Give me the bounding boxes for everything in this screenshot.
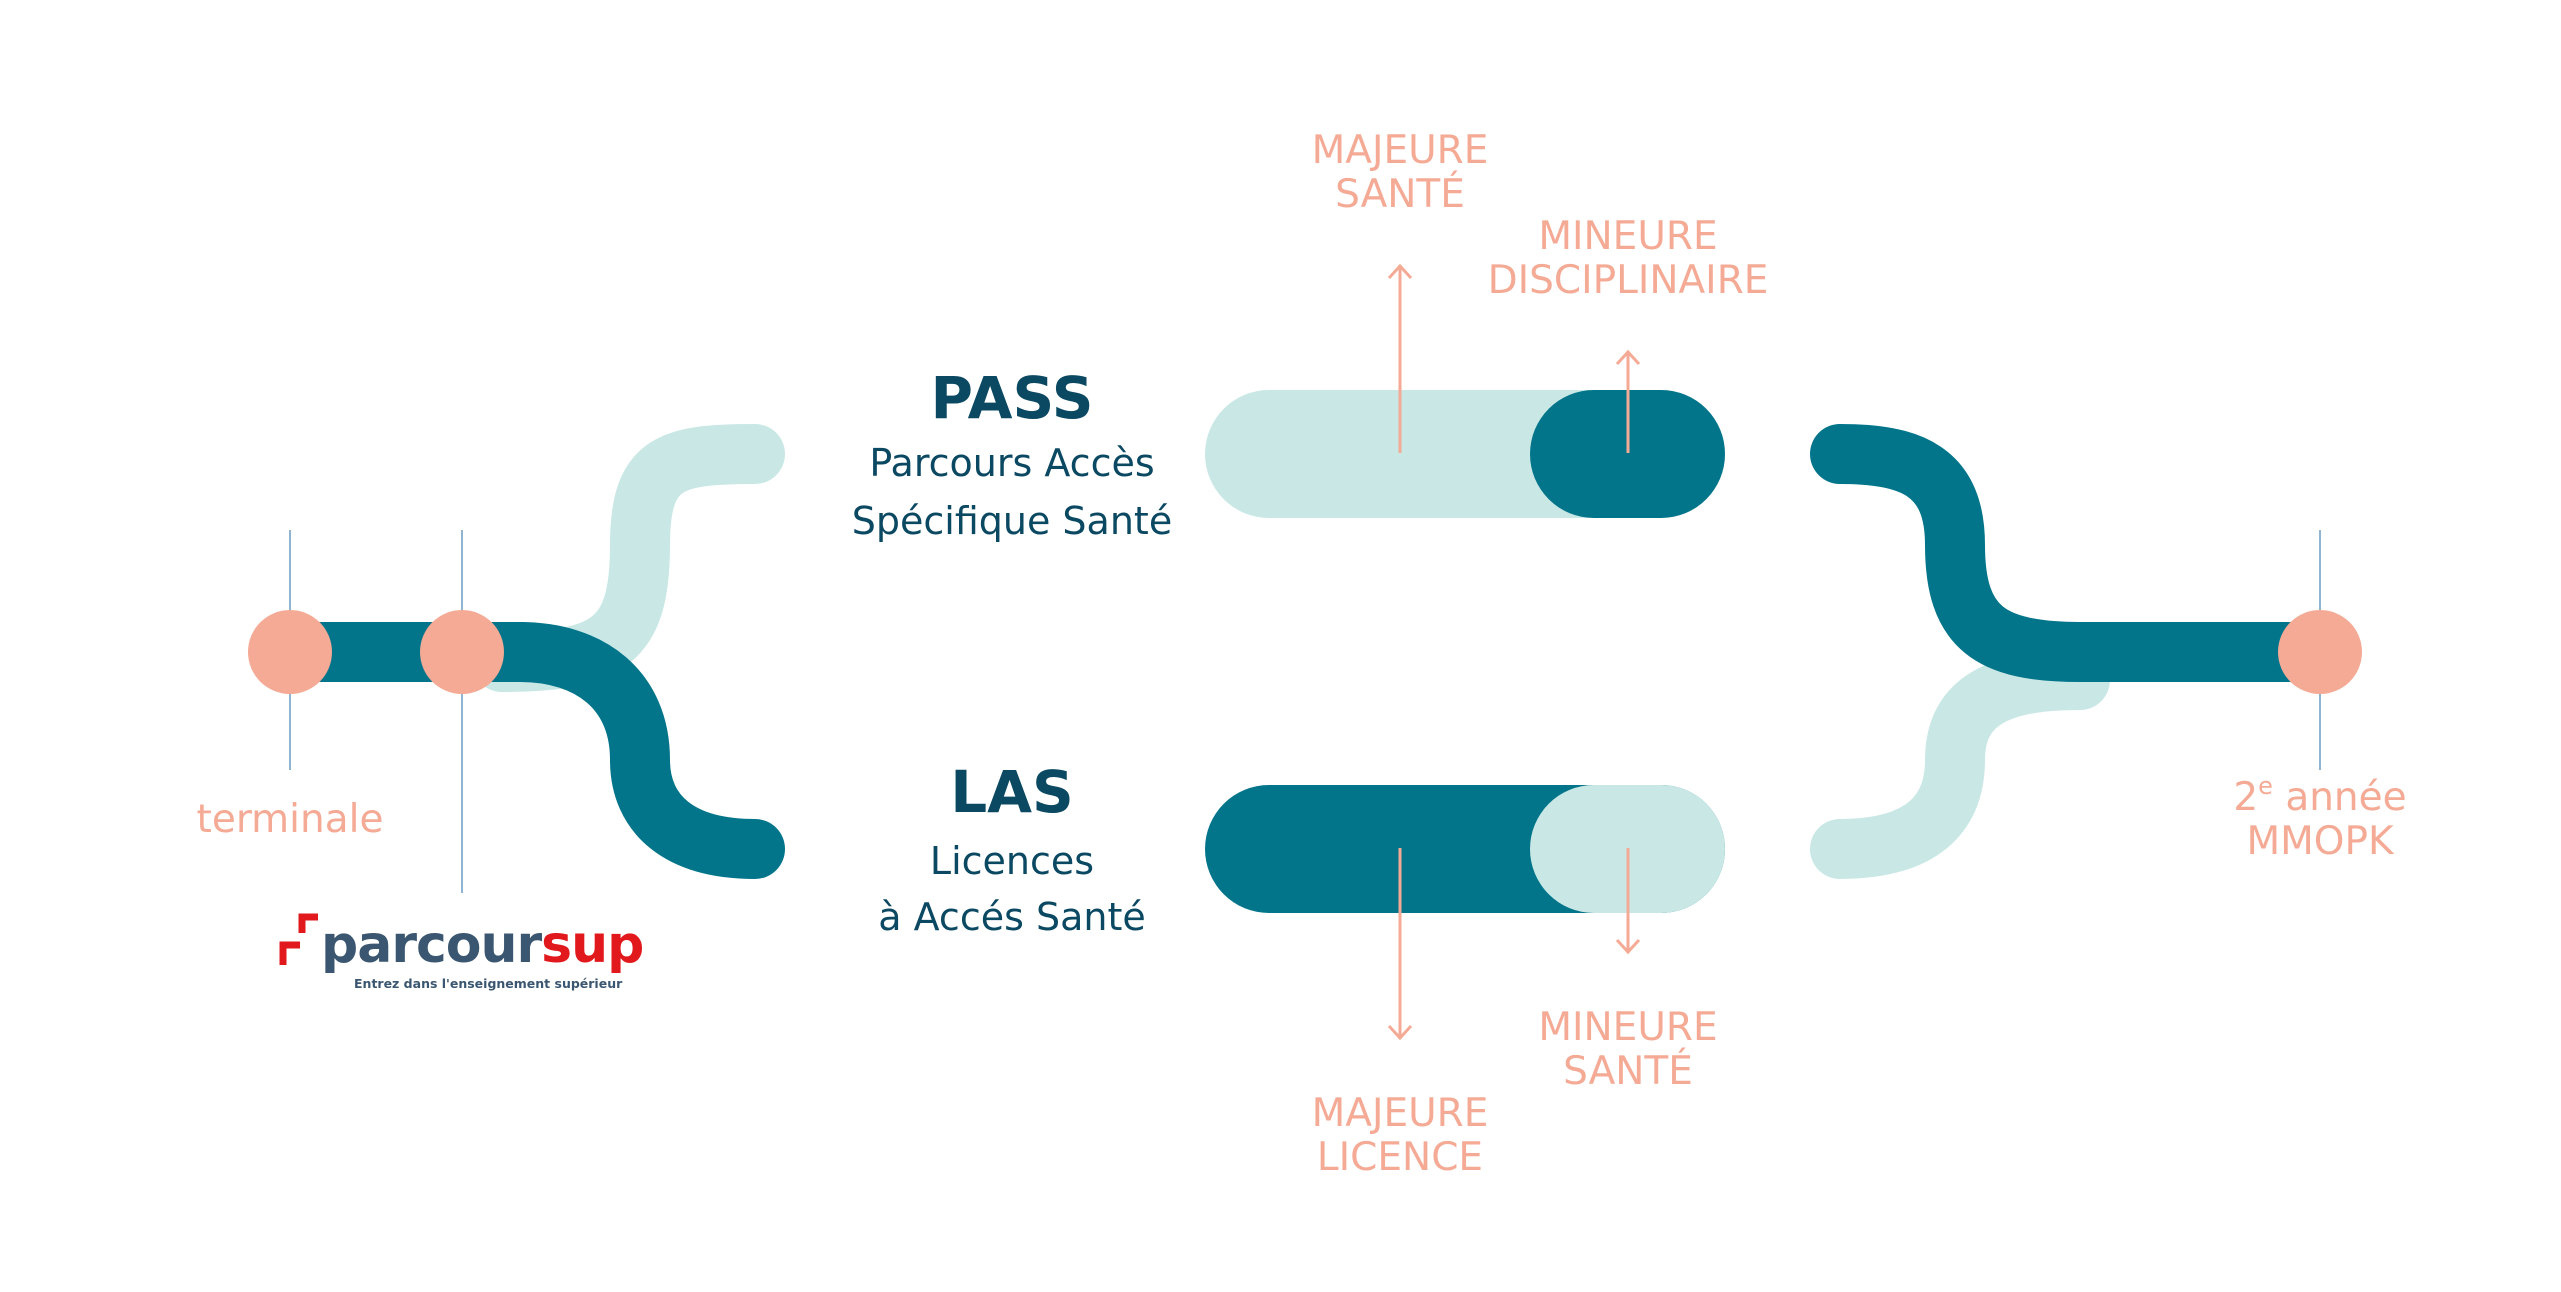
las-pill (1205, 785, 1725, 913)
pass-title: PASS (930, 364, 1093, 432)
las-majeure-arrow (1387, 848, 1413, 1041)
right-branch-from-pass (1810, 424, 2340, 682)
left-branch (290, 424, 785, 879)
pass-pill-mineure (1530, 390, 1725, 518)
las-mineure-label-line1: MINEURE (1538, 1005, 1717, 1050)
mmopk-dot (2278, 610, 2362, 694)
pass-majeure-label-line2: SANTÉ (1335, 170, 1465, 217)
pass-subtitle-line2: Spécifique Santé (852, 499, 1172, 543)
las-block: LAS Licences à Accés Santé (878, 758, 1146, 939)
end-label-line1: 2e année (2233, 772, 2406, 820)
parcoursup-arrows-icon (279, 913, 318, 965)
right-branch-from-las (1810, 650, 2110, 879)
brand-part-3: up (571, 915, 643, 975)
parcoursup-tagline: Entrez dans l'enseignement supérieur (354, 976, 623, 991)
las-majeure-label-line1: MAJEURE (1312, 1091, 1489, 1136)
parcoursup-logo: parcoursup Entrez dans l'enseignement su… (279, 913, 644, 991)
las-mineure-label-line2: SANTÉ (1563, 1047, 1693, 1094)
brand-part-1: parcour (321, 915, 543, 975)
pass-mineure-arrow (1615, 349, 1641, 453)
left-branch-to-las (490, 622, 785, 879)
pass-block: PASS Parcours Accès Spécifique Santé (852, 364, 1172, 543)
arrow-down-icon (1387, 1024, 1413, 1041)
terminale-label: terminale (197, 797, 384, 842)
end-label-line2: MMOPK (2246, 819, 2395, 864)
end-label-ordinal: 2 (2233, 775, 2258, 820)
end-label-superscript: e (2258, 772, 2273, 800)
pass-pill (1205, 390, 1725, 518)
brand-part-2: s (541, 915, 571, 975)
parcoursup-wordmark: parcoursup (321, 915, 643, 975)
las-subtitle-line1: Licences (930, 839, 1094, 883)
end-label-annee: année (2273, 775, 2407, 820)
las-majeure-label-line2: LICENCE (1317, 1135, 1483, 1180)
pass-mineure-label-line2: DISCIPLINAIRE (1488, 258, 1769, 303)
las-title: LAS (950, 758, 1074, 826)
las-subtitle-line2: à Accés Santé (878, 895, 1146, 939)
arrow-down-icon (1615, 938, 1641, 955)
terminale-dot (248, 610, 332, 694)
parcoursup-dot (420, 610, 504, 694)
pass-majeure-arrow (1387, 263, 1413, 453)
pass-majeure-label-line1: MAJEURE (1312, 128, 1489, 173)
right-merge (1810, 424, 2340, 879)
arrow-up-icon (1387, 263, 1413, 280)
pass-mineure-label-line1: MINEURE (1538, 214, 1717, 259)
las-mineure-arrow (1615, 848, 1641, 955)
pass-subtitle-line1: Parcours Accès (869, 441, 1154, 485)
arrow-up-icon (1615, 349, 1641, 366)
